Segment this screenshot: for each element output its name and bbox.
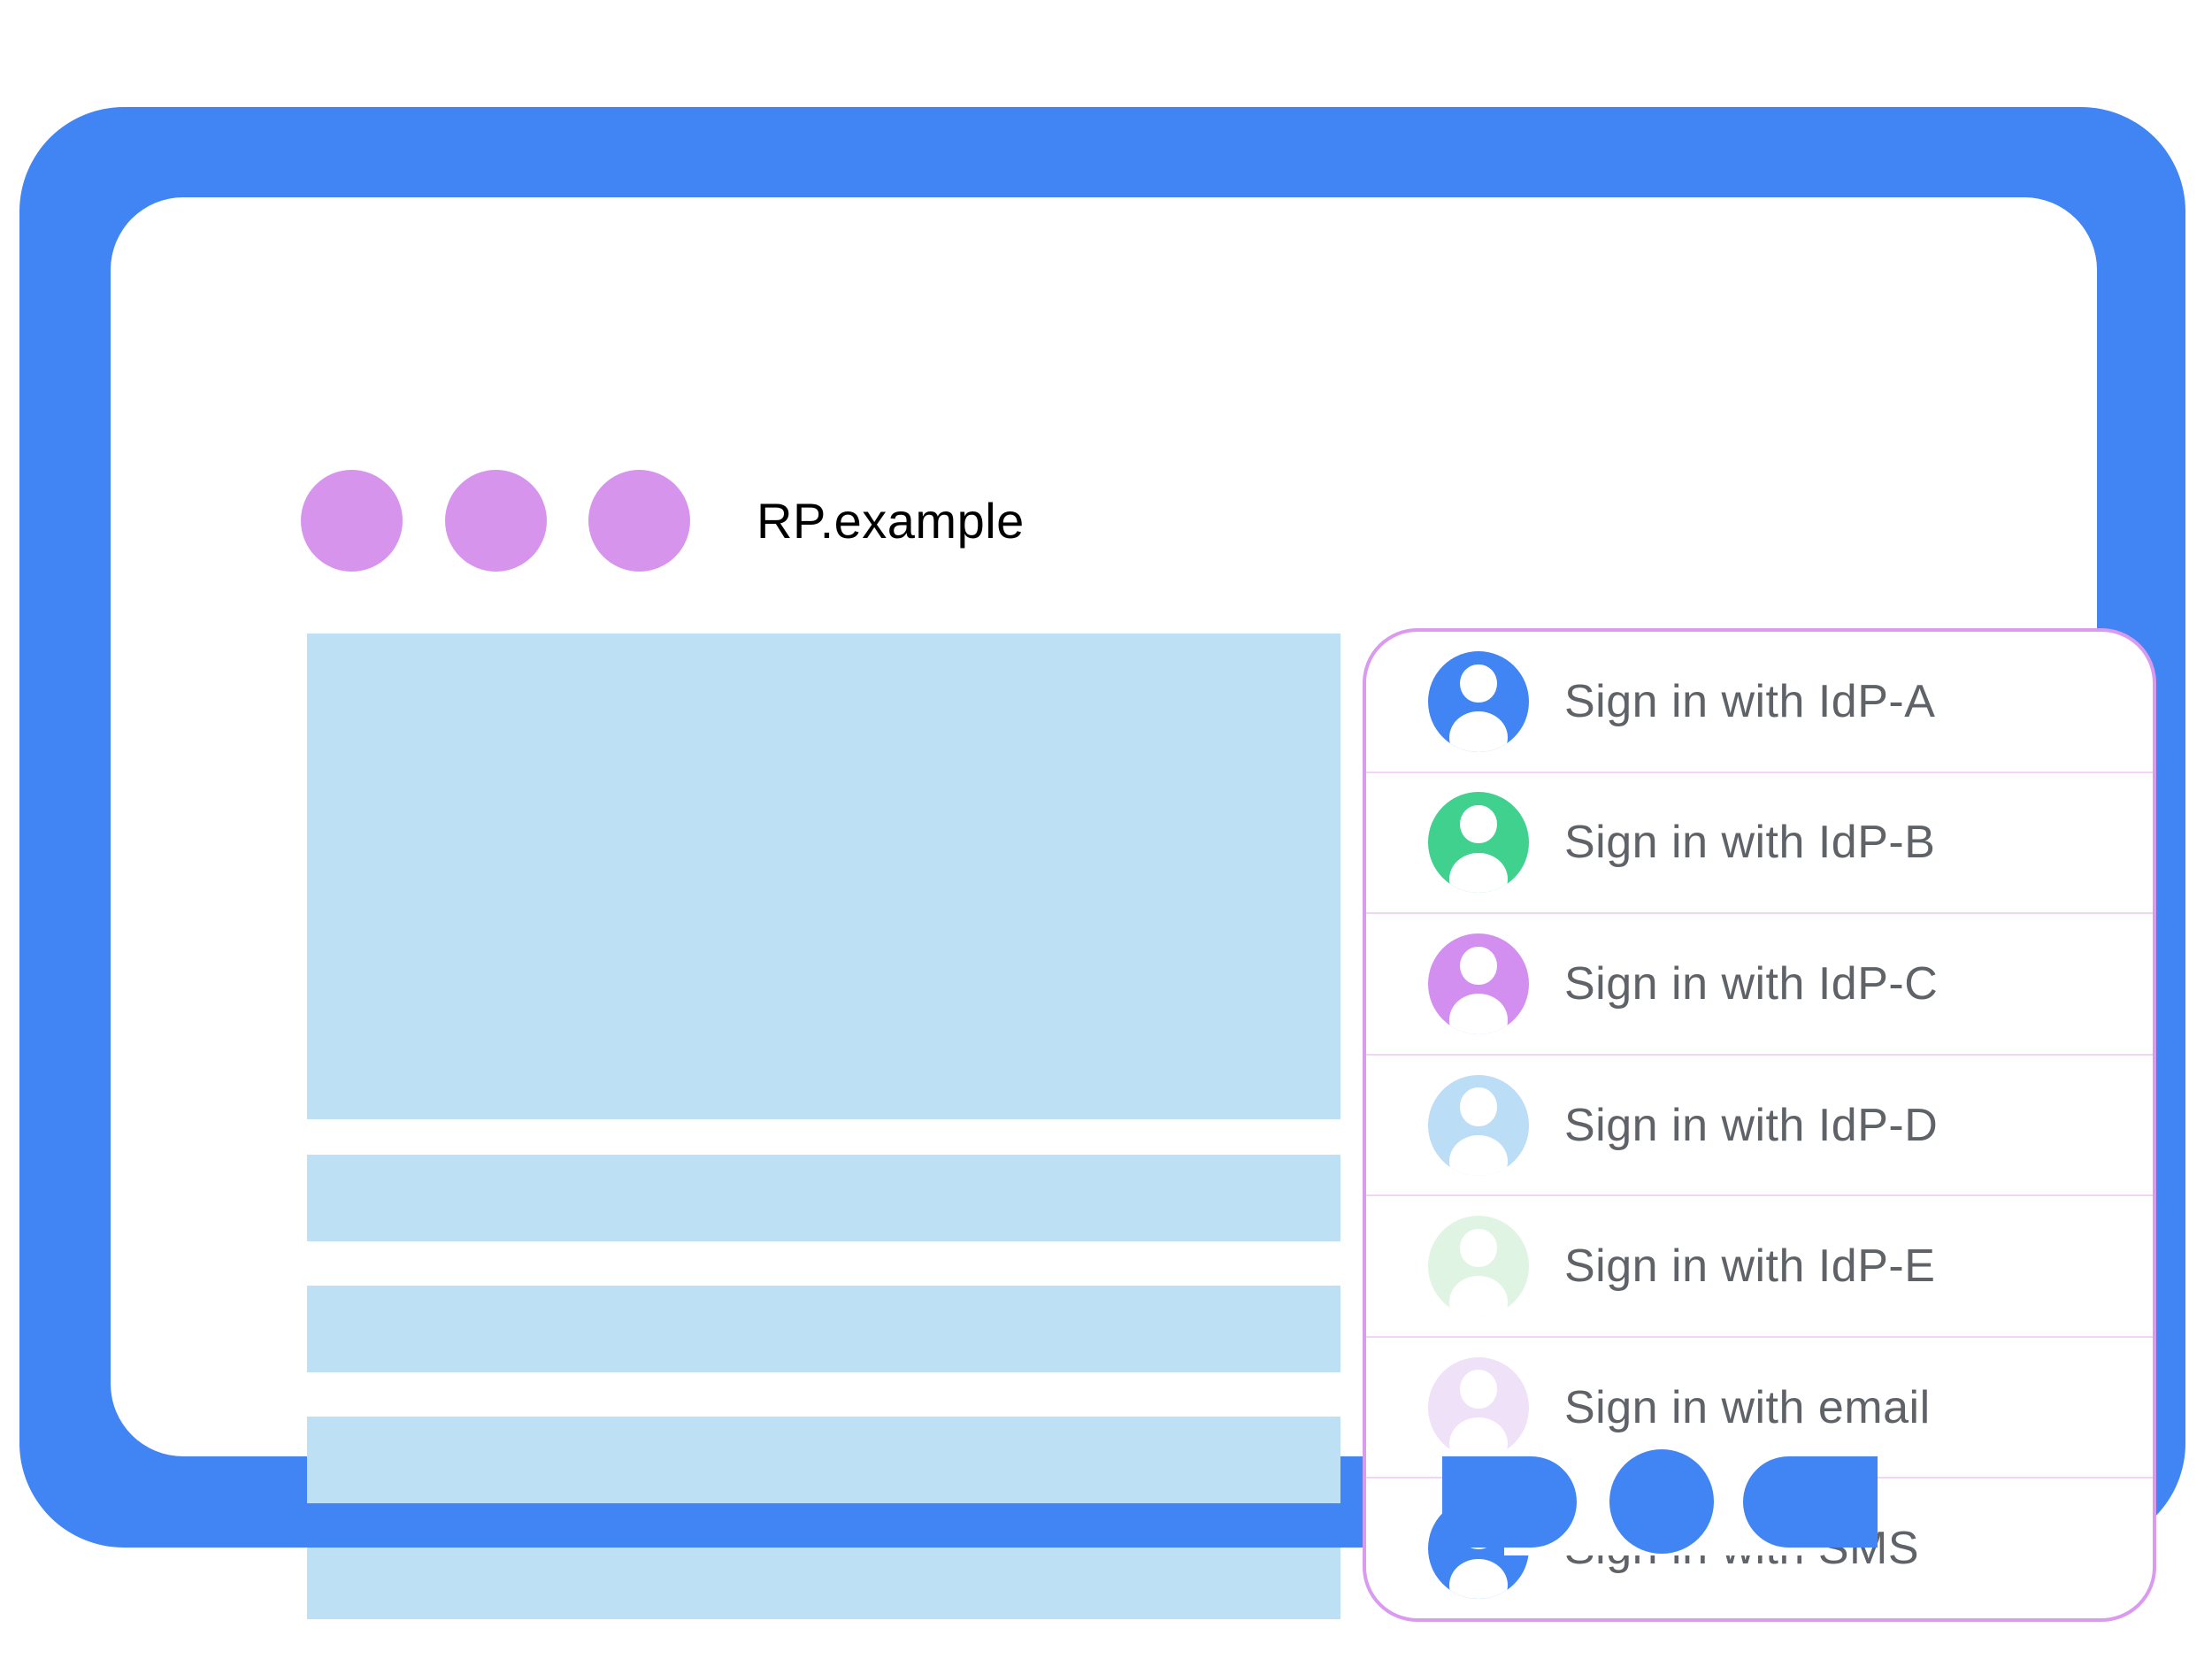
content-placeholder-bar xyxy=(307,1286,1340,1372)
bottom-bar-right-cap xyxy=(1743,1456,1878,1548)
user-avatar-icon xyxy=(1428,933,1529,1034)
signin-option-label: Sign in with IdP-A xyxy=(1564,675,1936,727)
signin-option-label: Sign in with email xyxy=(1564,1381,1931,1433)
window-dot-icon xyxy=(588,470,690,572)
signin-option-idp-e[interactable]: Sign in with IdP-E xyxy=(1366,1196,2153,1338)
signin-option-email[interactable]: Sign in with email xyxy=(1366,1338,2153,1479)
signin-option-idp-d[interactable]: Sign in with IdP-D xyxy=(1366,1056,2153,1197)
signin-option-idp-a[interactable]: Sign in with IdP-A xyxy=(1366,632,2153,773)
signin-option-label: Sign in with IdP-B xyxy=(1564,817,1936,869)
browser-window: RP.example Sign in with IdP-A Sign in wi… xyxy=(111,197,2156,1622)
user-avatar-icon xyxy=(1428,792,1529,894)
content-placeholder-hero xyxy=(307,634,1340,1119)
home-button[interactable] xyxy=(1609,1449,1714,1554)
user-avatar-icon xyxy=(1428,650,1529,752)
page-title: RP.example xyxy=(757,493,1025,549)
window-dot-icon xyxy=(301,470,403,572)
user-avatar-icon xyxy=(1428,1356,1529,1458)
bottom-bar-left-cap xyxy=(1442,1456,1577,1548)
signin-option-label: Sign in with IdP-D xyxy=(1564,1099,1939,1151)
signin-option-idp-b[interactable]: Sign in with IdP-B xyxy=(1366,773,2153,915)
user-avatar-icon xyxy=(1428,1074,1529,1176)
signin-option-idp-c[interactable]: Sign in with IdP-C xyxy=(1366,914,2153,1056)
signin-option-label: Sign in with IdP-C xyxy=(1564,957,1939,1010)
user-avatar-icon xyxy=(1428,1216,1529,1317)
signin-option-label: Sign in with IdP-E xyxy=(1564,1240,1936,1293)
content-placeholder-bar xyxy=(307,1155,1340,1241)
content-placeholder-bar xyxy=(307,1417,1340,1503)
window-dot-icon xyxy=(445,470,547,572)
content-placeholder-bar xyxy=(307,1548,1340,1619)
